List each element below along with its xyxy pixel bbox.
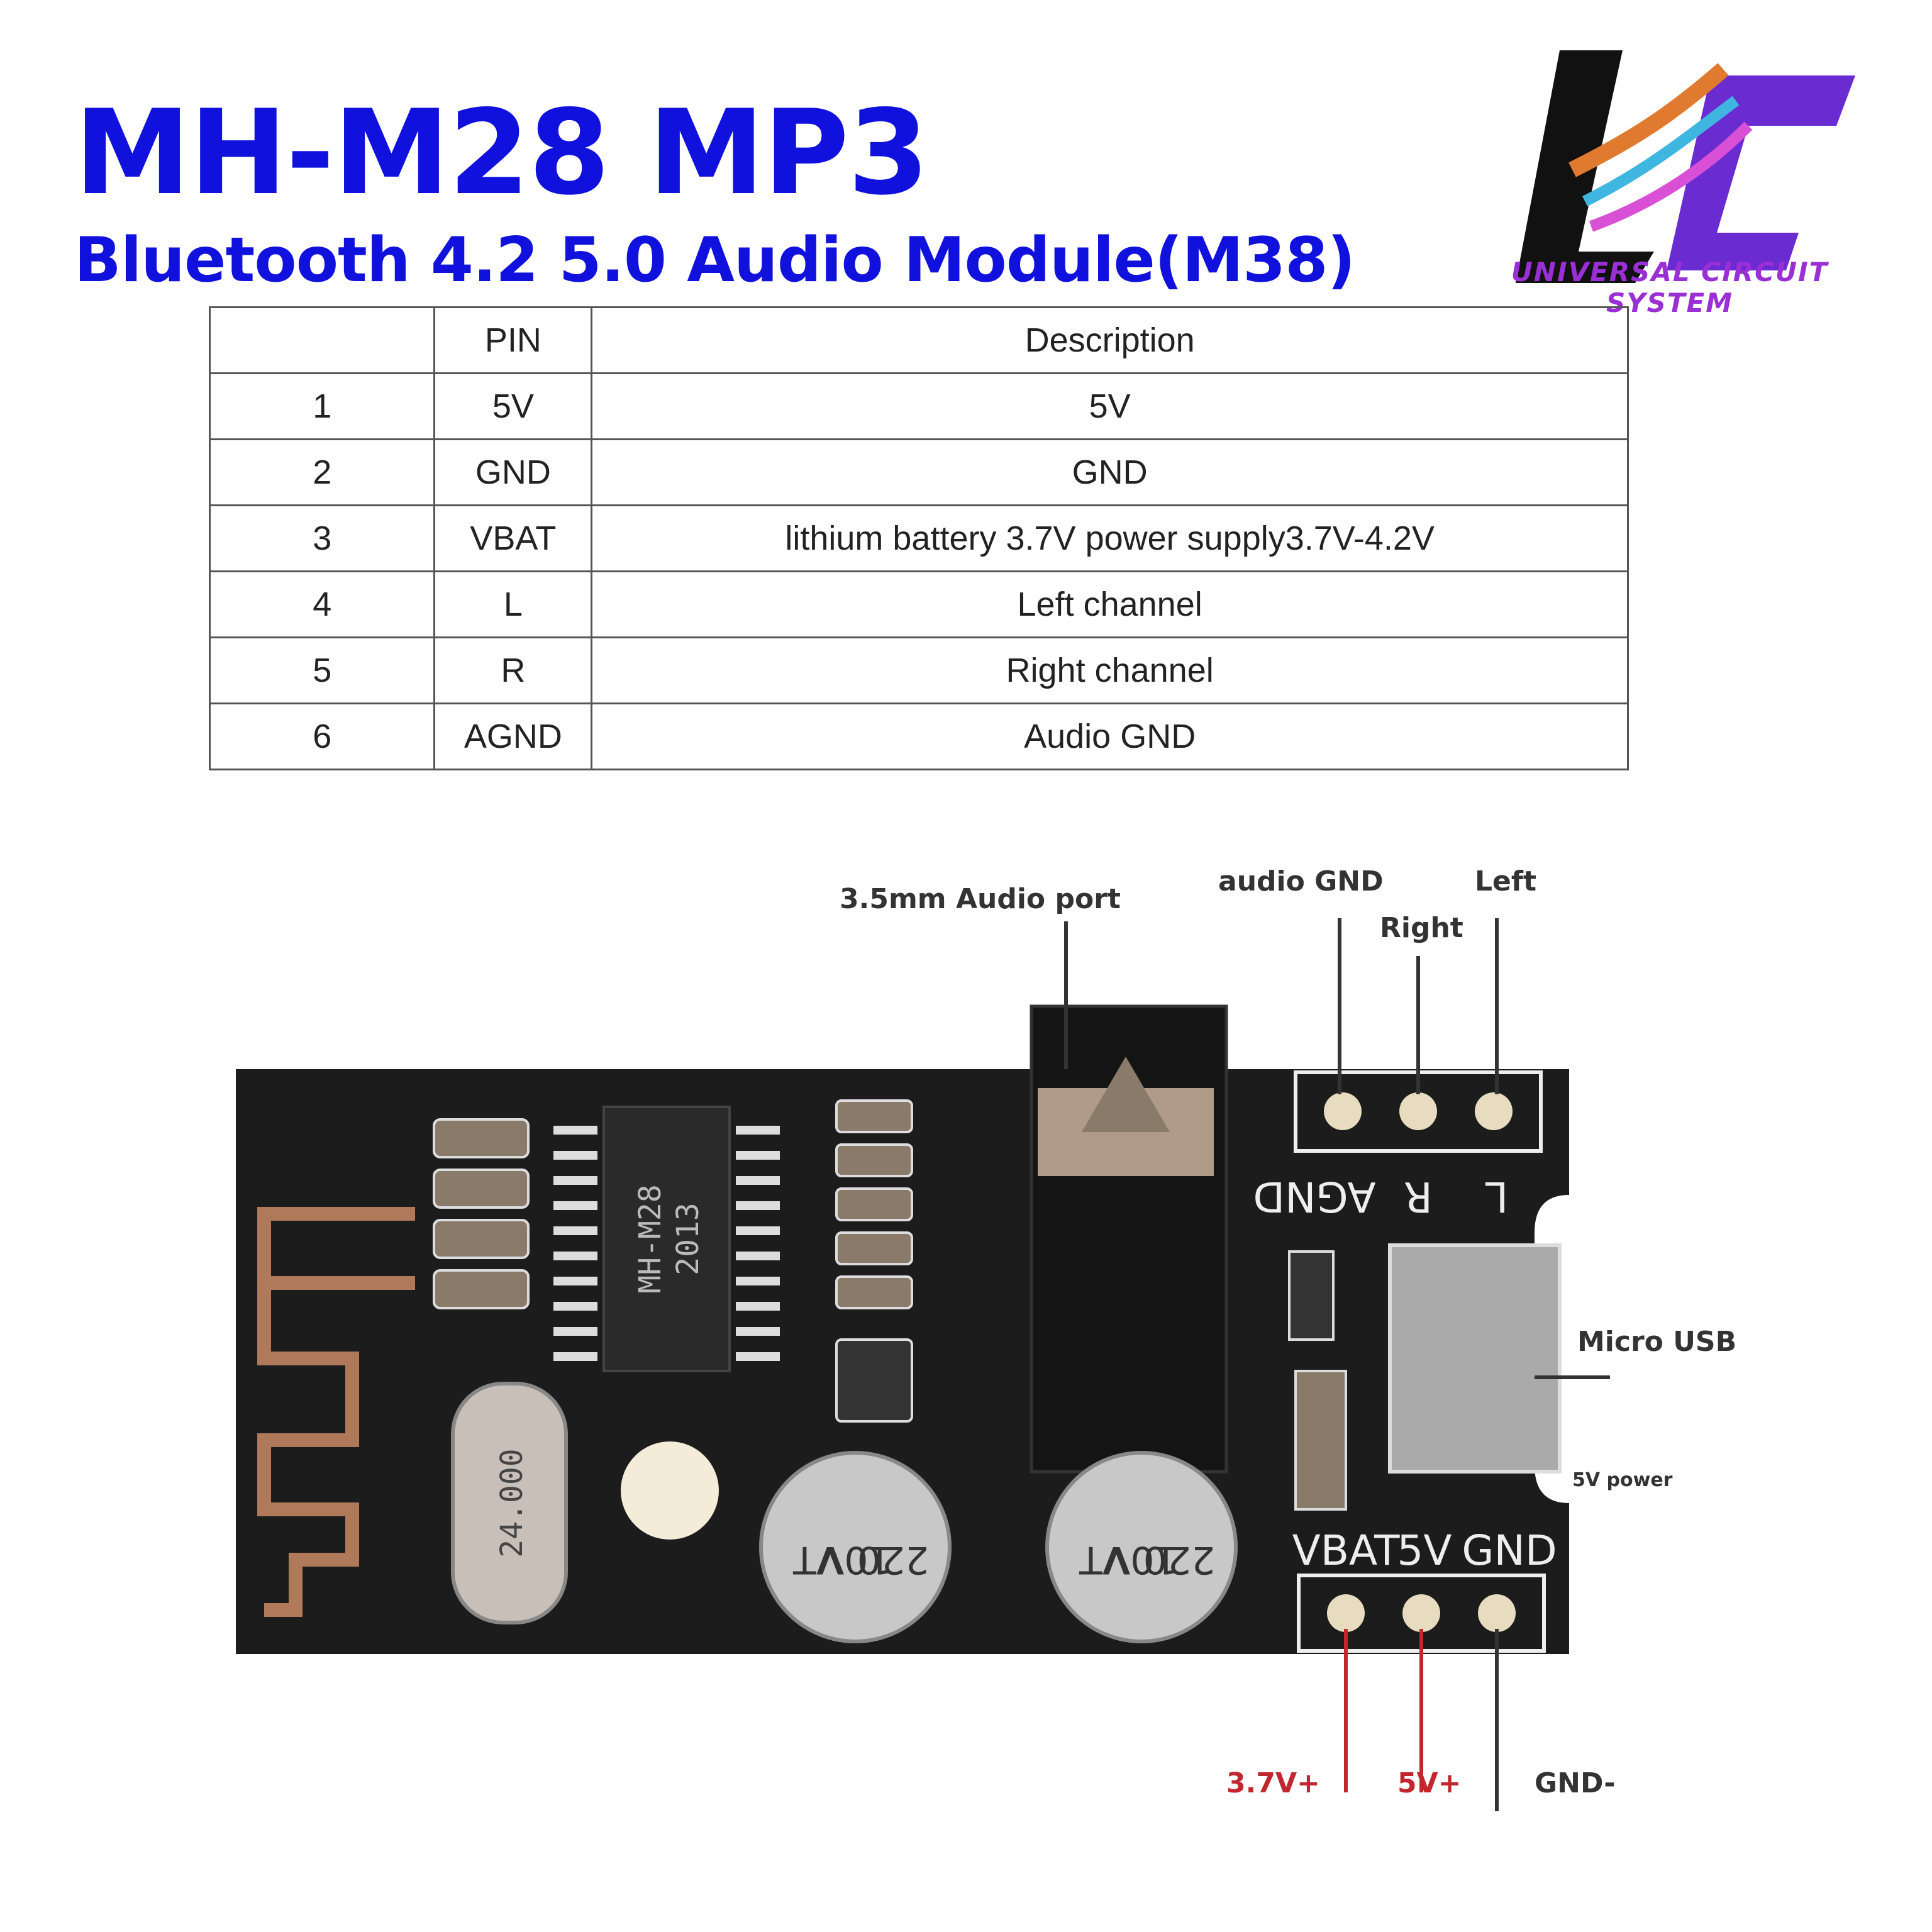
table-cell: 5V — [433, 372, 593, 440]
pin-label-vbat: VBAT — [1292, 1526, 1400, 1575]
pin-pad-l — [1475, 1092, 1513, 1130]
table-header-cell — [208, 306, 436, 374]
capacitor-left: VT 10V 220 — [759, 1451, 952, 1643]
callout-micro-usb: Micro USB — [1577, 1326, 1737, 1358]
cap-text-value: 220 — [1143, 1538, 1216, 1582]
table-cell: Right channel — [591, 636, 1629, 704]
table-row: 6 AGND Audio GND — [208, 702, 1629, 770]
page-subtitle: Bluetooth 4.2 5.0 Audio Module(M38) — [74, 225, 1355, 296]
pin-label-r: R — [1404, 1172, 1433, 1221]
cap-text-vt: VT — [1079, 1538, 1128, 1582]
pin-pad-gnd — [1478, 1594, 1516, 1632]
table-cell: 1 — [208, 372, 436, 440]
mounting-hole — [621, 1441, 719, 1540]
antenna-trace — [257, 1276, 415, 1617]
chip-date: 2013 — [670, 1202, 706, 1275]
table-row: 4 L Left channel — [208, 570, 1629, 638]
callout-5v: 5V+ — [1397, 1767, 1462, 1799]
table-cell: 6 — [208, 702, 436, 770]
pin-pad-agnd — [1324, 1092, 1362, 1130]
table-row: 1 5V 5V — [208, 372, 1629, 440]
table-cell: AGND — [433, 702, 593, 770]
module-board-diagram: MH-M28 2013 24.000 VT 10V 220 VT 10V 220… — [236, 918, 1610, 1811]
capacitor-right: VT 10V 220 — [1045, 1451, 1238, 1643]
pin-table: PIN Description 1 5V 5V 2 GND GND 3 VBAT… — [208, 306, 1629, 770]
table-cell: Left channel — [591, 570, 1629, 638]
callout-gnd: GND- — [1535, 1767, 1616, 1799]
main-chip — [602, 1106, 731, 1372]
table-cell: Audio GND — [591, 702, 1629, 770]
micro-usb-port — [1388, 1243, 1562, 1474]
table-cell: GND — [591, 438, 1629, 506]
crystal-label: 24.000 — [494, 1448, 530, 1557]
cap-text-value: 220 — [857, 1538, 930, 1582]
pin-pad-r — [1399, 1092, 1437, 1130]
brand-logo-icon — [1516, 50, 1855, 283]
callout-3v7: 3.7V+ — [1226, 1767, 1320, 1799]
table-cell: 5V — [591, 372, 1629, 440]
chip-label: MH-M28 — [633, 1184, 668, 1293]
table-header-cell: PIN — [433, 306, 593, 374]
pin-label-agnd: AGND — [1253, 1172, 1375, 1221]
table-cell: lithium battery 3.7V power supply3.7V-4.… — [591, 504, 1629, 572]
callout-5v-power: 5V power — [1572, 1469, 1673, 1491]
crystal — [451, 1382, 568, 1624]
table-cell: L — [433, 570, 593, 638]
cap-text-vt: VT — [793, 1538, 842, 1582]
pin-label-gnd: GND — [1462, 1526, 1557, 1575]
table-cell: R — [433, 636, 593, 704]
callout-audio-gnd: audio GND — [1218, 865, 1384, 897]
page-title: MH-M28 MP3 — [74, 84, 929, 221]
pin-label-5v: 5V — [1397, 1526, 1452, 1575]
pin-pad-vbat — [1327, 1594, 1365, 1632]
cap-text-voltage: 10V — [1104, 1538, 1178, 1582]
brand-logo-text: UNIVERSAL CIRCUIT SYSTEM — [1511, 257, 1829, 318]
callout-audio-port: 3.5mm Audio port — [840, 883, 1121, 915]
cap-text-voltage: 10V — [818, 1538, 892, 1582]
table-row: 3 VBAT lithium battery 3.7V power supply… — [208, 504, 1629, 572]
callout-right: Right — [1380, 912, 1463, 944]
table-header-cell: Description — [591, 306, 1629, 374]
callout-left: Left — [1475, 865, 1537, 897]
table-row: 2 GND GND — [208, 438, 1629, 506]
table-cell: 5 — [208, 636, 436, 704]
pin-label-l: L — [1485, 1172, 1508, 1221]
table-cell: GND — [433, 438, 593, 506]
pin-pad-5v — [1402, 1594, 1440, 1632]
table-cell: 2 — [208, 438, 436, 506]
table-cell: VBAT — [433, 504, 593, 572]
table-cell: 4 — [208, 570, 436, 638]
table-cell: 3 — [208, 504, 436, 572]
table-row: 5 R Right channel — [208, 636, 1629, 704]
table-header-row: PIN Description — [208, 306, 1629, 374]
